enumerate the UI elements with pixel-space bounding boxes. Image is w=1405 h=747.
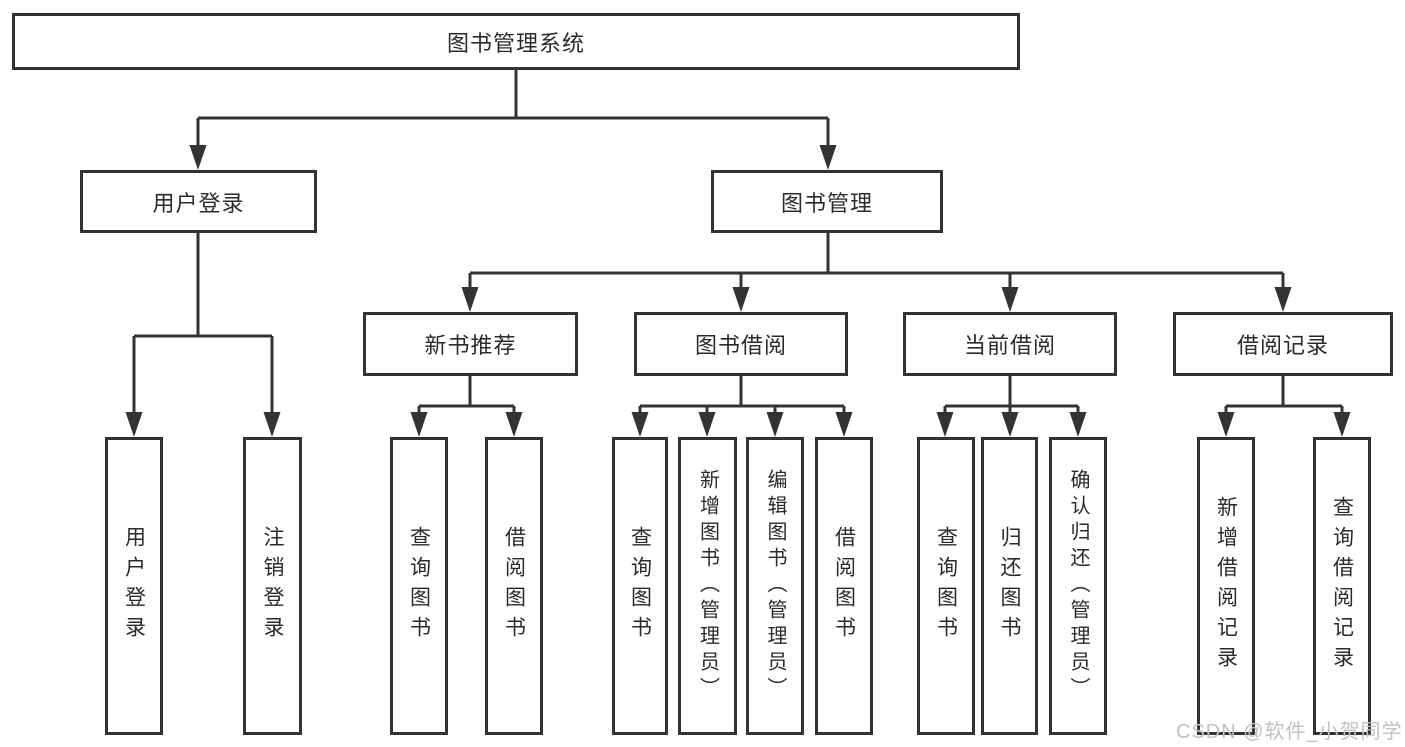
connector-borrow-record-children — [1217, 376, 1351, 437]
leaf-borrow-books-recommend: 借阅图书 — [485, 437, 543, 735]
node-label: 当前借阅 — [963, 333, 1056, 358]
node-label: 图书管理系统 — [446, 30, 585, 56]
node-current-borrow: 当前借阅 — [903, 312, 1117, 376]
leaf-label: 查询图书 — [628, 526, 652, 646]
leaf-label: 编辑图书（管理员） — [764, 469, 786, 703]
leaf-label: 确认归还（管理员） — [1067, 469, 1089, 703]
leaf-logout: 注销登录 — [243, 437, 302, 735]
leaf-label: 新增借阅记录 — [1214, 496, 1238, 676]
leaf-edit-books-admin: 编辑图书（管理员） — [746, 437, 804, 735]
leaf-borrow-books: 借阅图书 — [815, 437, 873, 735]
node-book-management: 图书管理 — [711, 170, 943, 233]
connector-current-borrow-children — [936, 376, 1087, 437]
node-book-borrow: 图书借阅 — [634, 312, 848, 376]
leaf-add-borrow-record: 新增借阅记录 — [1197, 437, 1255, 735]
csdn-watermark: CSDN @软件_小贺同学 — [1176, 721, 1403, 743]
leaf-label: 新增图书（管理员） — [696, 469, 719, 703]
leaf-label: 借阅图书 — [502, 526, 526, 646]
connector-user-login-children — [125, 233, 281, 437]
leaf-add-books-admin: 新增图书（管理员） — [678, 437, 737, 735]
leaf-query-books-borrow: 查询图书 — [612, 437, 668, 735]
node-label: 借阅记录 — [1236, 333, 1329, 358]
node-library-management-system: 图书管理系统 — [12, 13, 1020, 70]
leaf-label: 归还图书 — [998, 526, 1021, 646]
leaf-label: 查询图书 — [934, 526, 958, 646]
node-label: 用户登录 — [152, 190, 245, 216]
node-borrow-record: 借阅记录 — [1173, 312, 1393, 376]
leaf-label: 用户登录 — [122, 526, 146, 646]
leaf-query-borrow-record: 查询借阅记录 — [1313, 437, 1371, 735]
node-new-book-recommend: 新书推荐 — [363, 312, 578, 376]
node-user-login: 用户登录 — [80, 170, 317, 233]
connector-new-book-recommend-children — [410, 376, 523, 437]
leaf-label: 查询借阅记录 — [1330, 496, 1354, 676]
node-label: 图书借阅 — [694, 333, 787, 358]
leaf-return-books: 归还图书 — [981, 437, 1038, 735]
connector-root-to-level2 — [189, 70, 837, 170]
leaf-query-books-recommend: 查询图书 — [390, 437, 448, 735]
leaf-user-login: 用户登录 — [105, 437, 163, 735]
connector-book-borrow-children — [631, 376, 853, 437]
connector-book-management-children — [461, 233, 1292, 312]
leaf-confirm-return-admin: 确认归还（管理员） — [1049, 437, 1107, 735]
leaf-label: 查询图书 — [407, 526, 431, 646]
node-label: 新书推荐 — [424, 333, 517, 358]
node-label: 图书管理 — [780, 190, 873, 216]
leaf-label: 注销登录 — [261, 526, 284, 646]
leaf-query-books-current: 查询图书 — [917, 437, 975, 735]
leaf-label: 借阅图书 — [832, 526, 856, 646]
